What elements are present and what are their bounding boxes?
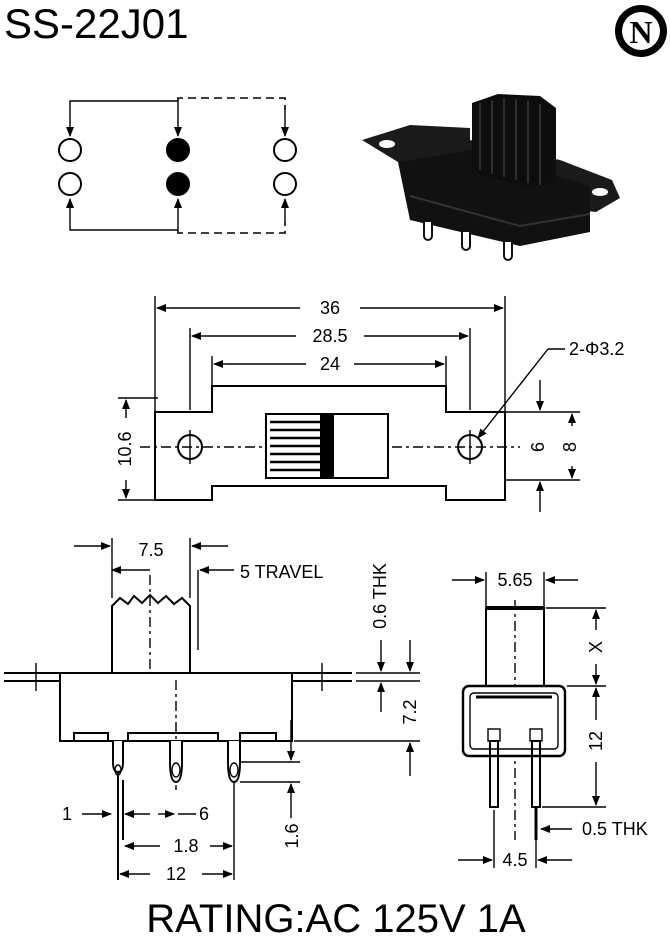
switch-schematic [58,97,297,234]
dim-pin-gap: 1 [62,804,72,824]
terminal-circle [166,138,190,162]
logo-letter: N [629,14,652,50]
dim-travel: 5 TRAVEL [240,562,323,582]
dim-inner-height: 6 [528,442,548,452]
dim-actuator-width: 5.65 [497,570,532,590]
dim-actuator-width: 7.5 [138,540,163,560]
hole-callout: 2-Φ3.2 [569,339,624,359]
dim-actuator-height: X [586,641,606,653]
dim-overall-length: 36 [320,298,340,318]
terminal-circle [58,138,82,162]
side-view-drawing: 7.5 5 TRAVEL 0.6 THK 7.2 1.6 1 6 [4,538,420,884]
dim-mounting-pitch: 28.5 [312,326,347,346]
terminal-circle [58,172,82,196]
dim-outer-height: 8 [560,442,580,452]
dim-overall-pins: 12 [166,864,186,884]
top-view-drawing: 36 28.5 24 10.6 6 8 2-Φ3.2 [115,296,624,512]
dim-pin-thickness: 0.5 THK [582,819,648,839]
dim-pin-length: 1.6 [282,823,302,848]
rating-text: RATING:AC 125V 1A [146,897,526,938]
terminal-circle [273,172,297,196]
terminal-circle [166,172,190,196]
dim-thickness: 0.6 THK [370,563,390,629]
dim-body-height: 7.2 [400,699,420,724]
product-illustration [362,94,620,261]
dim-pin-spacing: 4.5 [502,850,527,870]
end-view-drawing: 5.65 X 12 0.5 THK 4.5 [452,570,648,870]
dim-pin-spacing: 1.8 [173,836,198,856]
dim-flange-height: 10.6 [115,431,135,466]
part-number-title: SS-22J01 [4,0,188,47]
terminal-circle [273,138,297,162]
dim-body-height: 12 [586,731,606,751]
brand-logo-icon: N [615,5,667,57]
dim-pin-pitch: 6 [199,804,209,824]
dim-body-length: 24 [320,354,340,374]
